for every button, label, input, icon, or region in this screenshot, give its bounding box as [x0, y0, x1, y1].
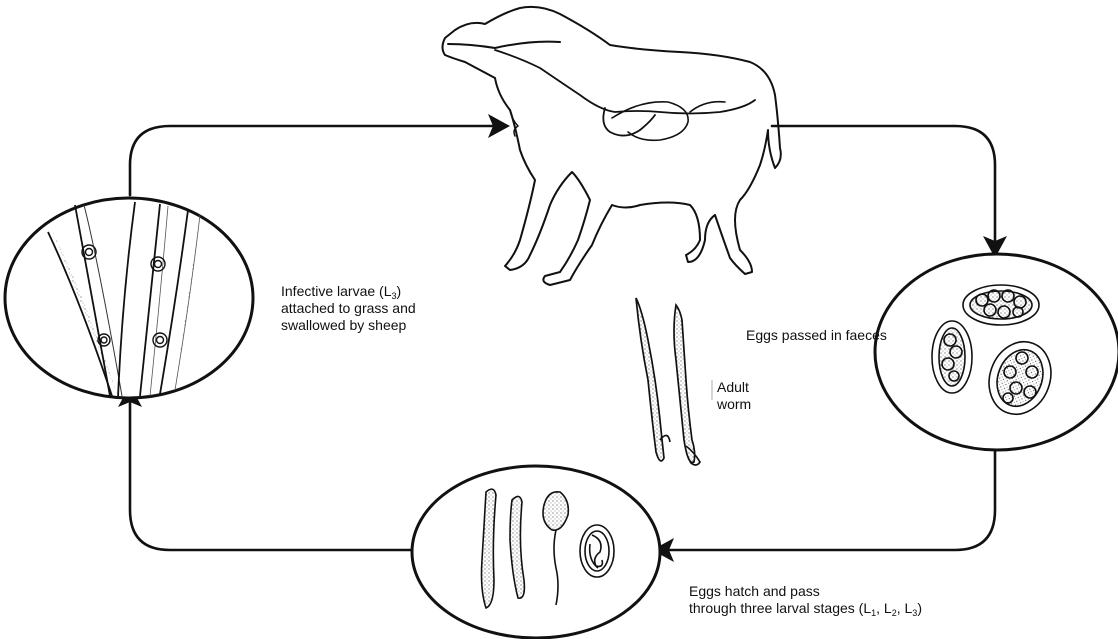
label-hatch-line1: Eggs hatch and pass [689, 583, 1019, 600]
grass-larvae-oval [5, 198, 253, 398]
label-text: ) [397, 283, 402, 299]
egg-icon-top [963, 285, 1039, 325]
label-text: , L [897, 600, 913, 616]
label-text: ) [917, 600, 922, 616]
larval-stages-oval [412, 466, 660, 638]
label-text: Infective larvae (L [281, 283, 392, 299]
label-text: through three larval stages (L [689, 600, 871, 616]
adult-worm-illustration [636, 298, 712, 465]
label-adult-worm: Adult worm [717, 379, 777, 413]
label-infective-line2: attached to grass and [281, 300, 451, 317]
arrow-grass-to-sheep [130, 126, 500, 195]
label-infective-larvae: Infective larvae (L3) attached to grass … [281, 283, 451, 334]
label-infective-line3: swallowed by sheep [281, 317, 451, 334]
sheep-illustration [443, 7, 781, 285]
arrow-larvae-to-grass [130, 400, 412, 550]
label-adult-line2: worm [717, 396, 777, 413]
label-eggs-hatch: Eggs hatch and pass through three larval… [689, 583, 1019, 617]
label-infective-line1: Infective larvae (L3) [281, 283, 451, 300]
eggs-oval [875, 254, 1118, 450]
label-text: , L [876, 600, 892, 616]
arrow-eggs-to-larvae [662, 450, 995, 550]
label-hatch-line2: through three larval stages (L1, L2, L3) [689, 600, 1019, 617]
label-eggs-passed-in-faeces: Eggs passed in faeces [746, 327, 926, 344]
arrow-sheep-to-eggs [772, 126, 995, 245]
label-adult-line1: Adult [717, 379, 777, 396]
